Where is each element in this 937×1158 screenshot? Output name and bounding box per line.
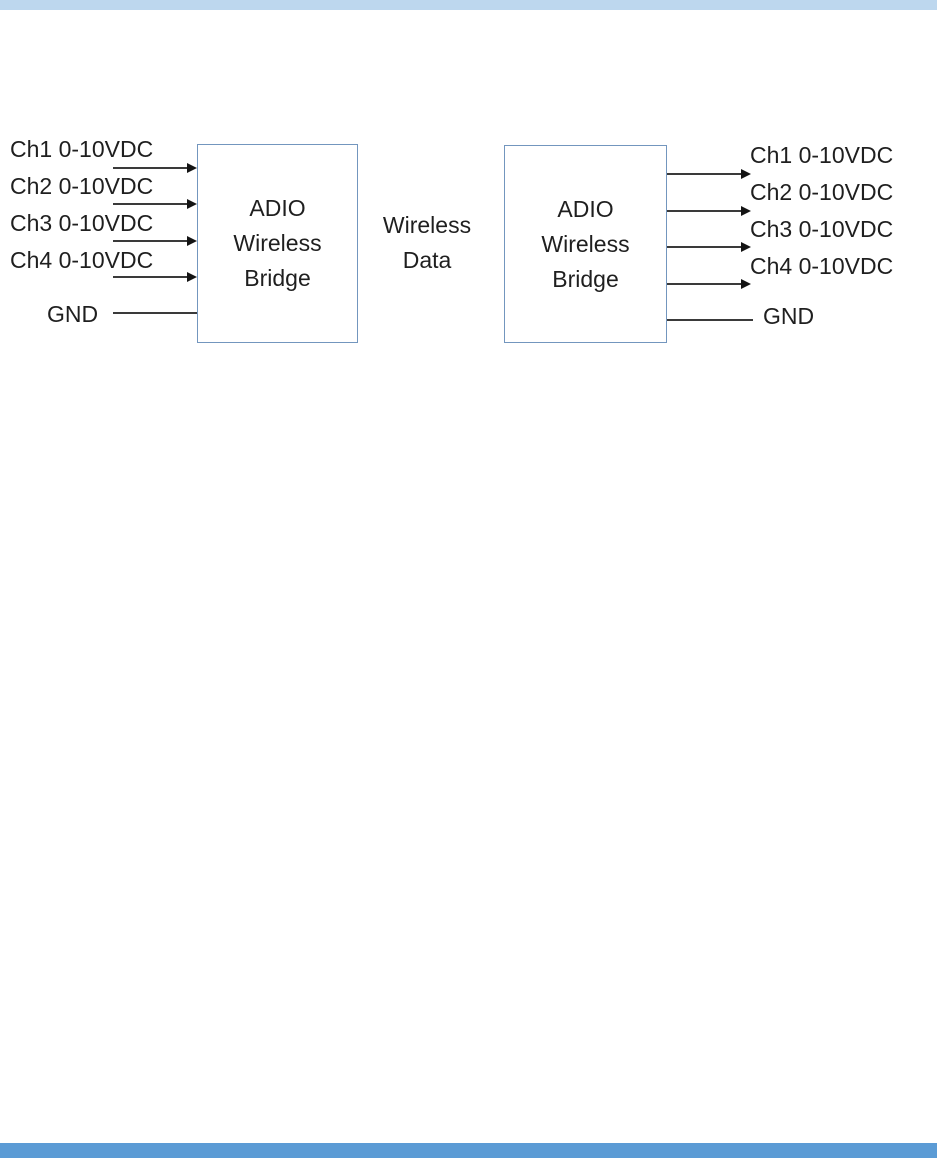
output-arrow-ch4 [667, 279, 751, 289]
gnd-line-left [113, 312, 197, 314]
input-arrow-ch4 [113, 272, 197, 282]
input-label-ch4: Ch4 0-10VDC [10, 247, 154, 273]
left-device-title-line2: Wireless [233, 230, 322, 256]
input-arrow-ch1 [113, 163, 197, 173]
output-arrow-ch3 [667, 242, 751, 252]
output-label-ch1: Ch1 0-10VDC [750, 142, 894, 168]
right-device-title-line1: ADIO [557, 195, 614, 222]
left-adio-wireless-bridge-box: ADIO Wireless Bridge [197, 144, 358, 343]
wireless-data-label-line1: Wireless [382, 212, 472, 238]
input-arrow-ch2 [113, 199, 197, 209]
output-label-ch4: Ch4 0-10VDC [750, 253, 894, 279]
gnd-label-left: GND [47, 301, 99, 327]
left-device-title-line3: Bridge [244, 265, 311, 291]
top-accent-bar [0, 0, 937, 10]
left-device-title-line1: ADIO [249, 195, 306, 221]
input-label-ch1: Ch1 0-10VDC [10, 136, 154, 162]
output-label-ch3: Ch3 0-10VDC [750, 216, 894, 242]
input-label-ch2: Ch2 0-10VDC [10, 173, 154, 199]
gnd-line-right [667, 319, 753, 321]
output-label-ch2: Ch2 0-10VDC [750, 179, 894, 205]
bottom-accent-bar [0, 1143, 937, 1158]
gnd-label-right: GND [763, 303, 815, 329]
wireless-data-label-line2: Data [402, 247, 452, 273]
input-arrow-ch3 [113, 236, 197, 246]
right-device-title-line3: Bridge [552, 265, 619, 292]
right-device-title-line2: Wireless [541, 230, 630, 257]
input-label-ch3: Ch3 0-10VDC [10, 210, 154, 236]
output-arrow-ch2 [667, 206, 751, 216]
wireless-data-label: Wireless Data [362, 208, 492, 278]
right-adio-wireless-bridge-box: ADIO Wireless Bridge [504, 145, 667, 343]
output-arrow-ch1 [667, 169, 751, 179]
